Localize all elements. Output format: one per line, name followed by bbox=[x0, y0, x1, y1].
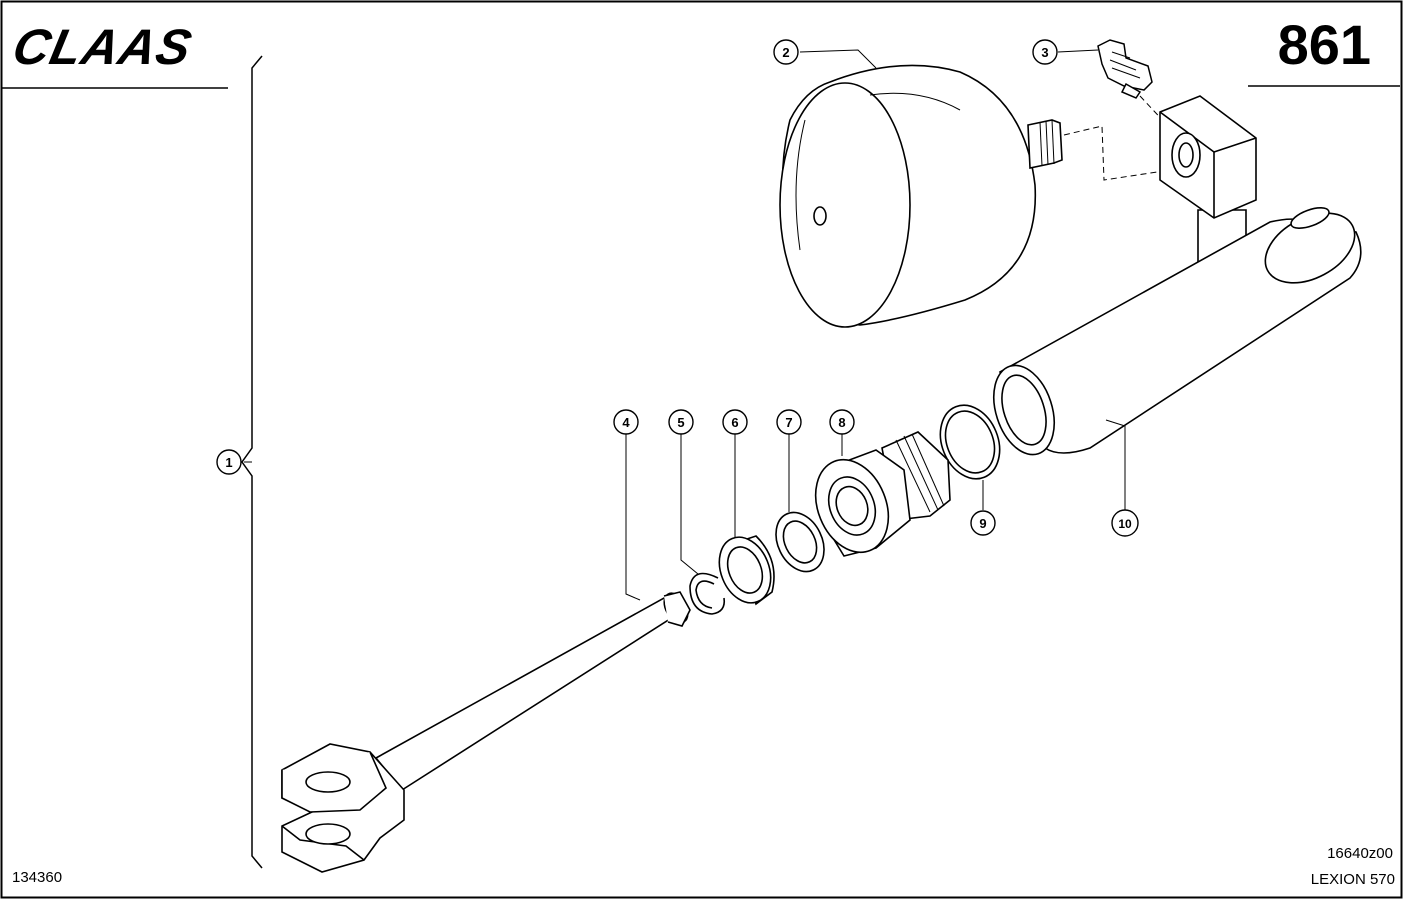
model-name: LEXION 570 bbox=[1310, 871, 1395, 888]
assembly-leader-2 bbox=[1063, 125, 1171, 181]
callout-label: 10 bbox=[1118, 517, 1132, 531]
o-ring-part bbox=[939, 404, 1001, 480]
cylinder-barrel-part bbox=[993, 95, 1362, 456]
callout-4: 4 bbox=[613, 409, 639, 435]
leader-lines bbox=[244, 49, 1126, 601]
callout-label: 8 bbox=[838, 415, 845, 430]
callout-6: 6 bbox=[722, 409, 748, 435]
brand-logo: CLAAS bbox=[8, 19, 198, 75]
gland-nut-part bbox=[814, 431, 951, 557]
callout-label: 6 bbox=[731, 415, 738, 430]
callout-10: 10 bbox=[1111, 509, 1139, 537]
snap-ring-part bbox=[689, 572, 726, 615]
callout-1: 1 bbox=[216, 449, 242, 475]
callout-label: 3 bbox=[1041, 45, 1048, 60]
callout-label: 1 bbox=[225, 455, 232, 470]
document-id: 134360 bbox=[12, 869, 63, 886]
callout-label: 4 bbox=[622, 415, 630, 430]
callout-label: 9 bbox=[979, 516, 986, 531]
reference-code: 16640z00 bbox=[1327, 845, 1393, 862]
fitting-part bbox=[1097, 39, 1153, 99]
accumulator-part bbox=[779, 64, 1063, 328]
callout-5: 5 bbox=[668, 409, 694, 435]
callout-label: 5 bbox=[677, 415, 684, 430]
callout-8: 8 bbox=[829, 409, 855, 435]
callout-label: 7 bbox=[785, 415, 792, 430]
callout-7: 7 bbox=[776, 409, 802, 435]
page-number: 861 bbox=[1277, 13, 1371, 76]
callout-label: 2 bbox=[782, 45, 789, 60]
assembly-bracket bbox=[241, 55, 263, 869]
wiper-ring-part bbox=[775, 511, 825, 573]
callout-3: 3 bbox=[1032, 39, 1058, 65]
seal-part bbox=[718, 535, 775, 606]
callout-9: 9 bbox=[970, 510, 996, 536]
callout-2: 2 bbox=[773, 39, 799, 65]
piston-rod-part bbox=[281, 591, 691, 873]
